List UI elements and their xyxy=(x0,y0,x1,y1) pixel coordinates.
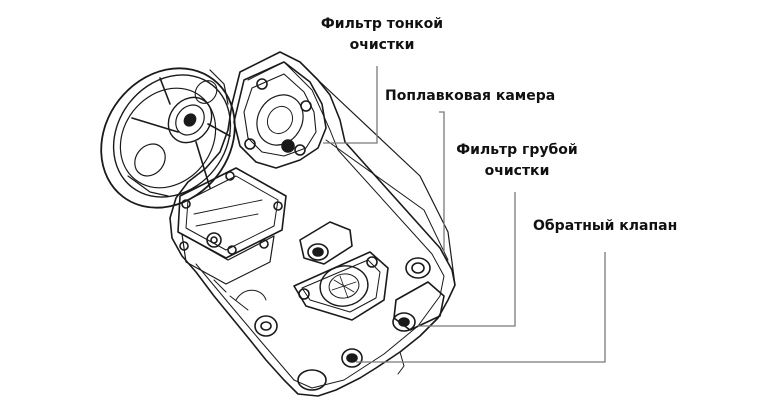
fine-filter-fitting xyxy=(299,221,353,265)
label-fine-filter-line1: Фильтр тонкой xyxy=(320,16,444,32)
housing-inner-edge xyxy=(195,61,445,389)
housing-side-face xyxy=(317,79,456,286)
label-fine-filter-line2: очистки xyxy=(349,37,415,53)
housing-side-face-2 xyxy=(325,139,449,261)
mounting-flange xyxy=(293,251,389,321)
fuel-cover-plates xyxy=(177,167,287,285)
leader-lines xyxy=(323,66,606,363)
handwheel xyxy=(100,67,236,209)
leader-check-valve xyxy=(356,252,606,363)
float-chamber-cover xyxy=(233,61,327,169)
housing-outline xyxy=(169,51,456,397)
coarse-filter-fitting xyxy=(392,257,445,332)
label-coarse-filter-line2: очистки xyxy=(484,163,550,179)
label-coarse-filter: Фильтр грубой очистки xyxy=(455,140,579,182)
leader-float-chamber xyxy=(439,111,445,252)
label-coarse-filter-line1: Фильтр грубой xyxy=(456,142,578,158)
leader-coarse-filter xyxy=(418,192,516,327)
label-check-valve-line1: Обратный клапан xyxy=(533,218,678,234)
label-float-chamber: Поплавковая камера xyxy=(385,86,555,107)
label-fine-filter: Фильтр тонкой очистки xyxy=(318,14,446,56)
carburetor-drawing xyxy=(100,51,456,397)
leader-fine-filter xyxy=(323,66,378,144)
label-float-chamber-line1: Поплавковая камера xyxy=(385,88,556,104)
lower-bosses xyxy=(213,279,405,391)
label-check-valve: Обратный клапан xyxy=(533,216,677,237)
